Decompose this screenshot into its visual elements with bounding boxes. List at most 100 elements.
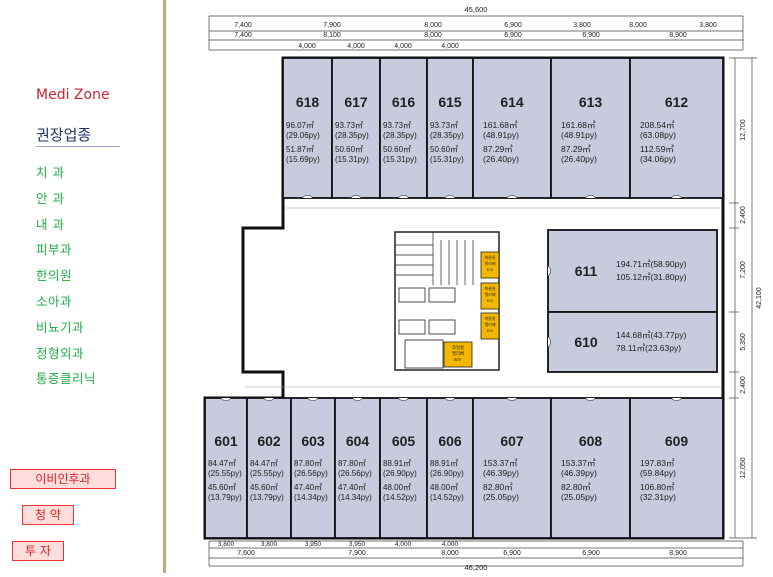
net-area-pyeong: (14.52py) [383, 493, 417, 502]
menu-item[interactable]: 안 과 [36, 190, 65, 206]
gross-area-pyeong: (48.91py) [483, 130, 519, 140]
net-area: 82.80㎡ [561, 482, 591, 492]
net-area-pyeong: (14.34py) [338, 493, 372, 502]
room-number: 603 [301, 433, 325, 449]
menu-item[interactable]: 치 과 [36, 165, 65, 180]
menu-item[interactable]: 한의원 [36, 268, 73, 284]
dimension-lines-right [729, 57, 757, 539]
door-icon [350, 195, 362, 199]
menu-item[interactable]: 비뇨기과 [36, 319, 85, 335]
menu-item[interactable]: 피부과 [36, 242, 73, 258]
menu-item[interactable]: 통증클리닉 [36, 371, 97, 387]
net-area-pyeong: (13.79py) [208, 493, 242, 502]
dimension-label: 3,800 [573, 22, 591, 29]
net-area-pyeong: (15.69py) [286, 155, 320, 164]
service-elevator-label: E/V [487, 328, 494, 333]
dimension-label: 46,200 [465, 563, 488, 572]
gross-area: 88.91㎡ [430, 459, 458, 468]
gross-area-pyeong: (25.55py) [250, 469, 284, 478]
door-icon [263, 397, 275, 401]
room-area [629, 397, 724, 539]
dimension-label: 4,000 [442, 541, 459, 548]
room-number: 606 [438, 433, 462, 449]
net-area: 112.59㎡ [640, 144, 674, 154]
net-area-pyeong: (14.34py) [294, 493, 328, 502]
room-area [204, 397, 248, 539]
room-number: 609 [665, 433, 689, 449]
gross-area: 153.37㎡ [561, 458, 596, 468]
door-icon [302, 195, 313, 199]
menu-item[interactable]: 소아과 [36, 293, 73, 309]
dimension-label: 8,100 [323, 32, 341, 39]
ent-button[interactable]: 이비인후과 [10, 469, 116, 489]
room-number: 608 [579, 433, 603, 449]
net-area: 105.12㎡(31.80py) [616, 272, 687, 282]
net-area: 87.29㎡ [483, 144, 513, 154]
dimension-label: 6,900 [504, 22, 522, 29]
gross-area: 208.54㎡ [640, 120, 675, 130]
dimension-label: 6,900 [503, 550, 521, 557]
dimension-label: 7,200 [740, 261, 747, 279]
net-area: 47.40㎡ [294, 483, 322, 492]
dimension-label: 3,950 [305, 541, 322, 548]
dimension-label: 2,400 [740, 206, 747, 224]
invest-button[interactable]: 투 자 [12, 541, 64, 561]
contract-button[interactable]: 청 약 [22, 505, 74, 525]
net-area: 45.60㎡ [250, 483, 278, 492]
dimension-label: 12,700 [740, 119, 747, 141]
menu-item[interactable]: 정형외과 [36, 345, 85, 361]
room-area [331, 57, 381, 199]
gross-area: 194.71㎡(58.90py) [616, 259, 687, 269]
service-elevator-label: E/V [487, 267, 494, 272]
dimension-label: 8,000 [629, 22, 647, 29]
gross-area-pyeong: (59.84py) [640, 468, 676, 478]
gross-area: 93.73㎡ [430, 121, 458, 130]
dimension-label: 8,000 [441, 550, 459, 557]
gross-area-pyeong: (26.56py) [294, 469, 328, 478]
dimension-label: 4,000 [347, 43, 365, 50]
menu-item[interactable]: 내 과 [36, 216, 65, 232]
dimension-label: 4,000 [441, 43, 459, 50]
door-icon [444, 195, 456, 199]
room-number: 607 [500, 433, 524, 449]
net-area-pyeong: (32.31py) [640, 492, 676, 502]
room-number: 613 [579, 94, 603, 110]
door-icon [671, 195, 682, 199]
room-area [472, 397, 552, 539]
dimension-label: 3,800 [261, 541, 278, 548]
category-menu: 치 과 안 과 내 과 피부과 한의원 소아과 비뇨기과 정형외과 통증클리닉 [36, 160, 96, 392]
net-area-pyeong: (15.31py) [335, 155, 369, 164]
door-icon [671, 397, 682, 401]
room-number: 618 [296, 94, 320, 110]
room-area [246, 397, 292, 539]
net-area-pyeong: (14.52py) [430, 493, 464, 502]
door-icon [585, 397, 596, 401]
dimension-label: 6,900 [582, 550, 600, 557]
net-area: 48.00㎡ [430, 483, 458, 492]
